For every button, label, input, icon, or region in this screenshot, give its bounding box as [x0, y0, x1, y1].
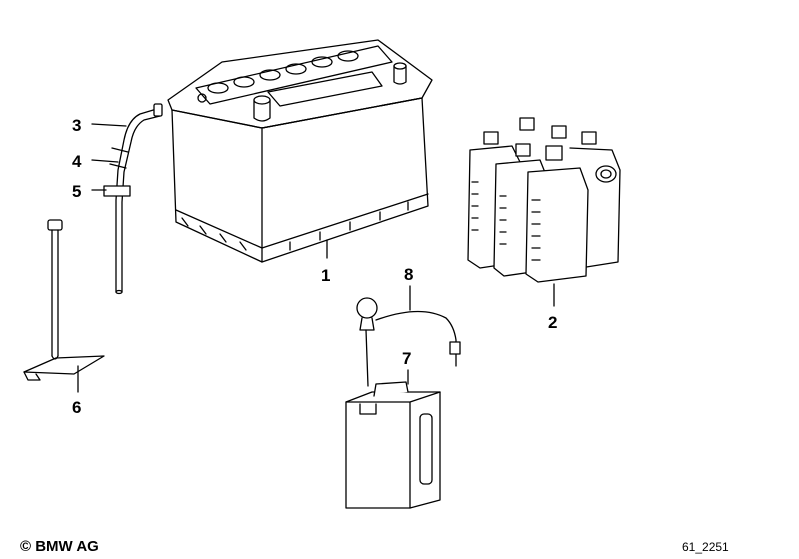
part-number-label-2: 2	[548, 313, 557, 332]
part-number-label-6: 6	[72, 398, 81, 417]
water-bottles-drawing	[467, 117, 621, 307]
part-number-label-4: 4	[72, 152, 82, 171]
part-number-label-1: 1	[321, 266, 330, 285]
part-number-label-3: 3	[72, 116, 81, 135]
battery-drawing	[167, 39, 433, 263]
hydrometer-drawing	[356, 285, 461, 387]
part-number-label-7: 7	[402, 349, 411, 368]
part-number-label-5: 5	[72, 182, 81, 201]
drawing-number: 61_2251	[682, 540, 729, 554]
hold-down-bracket-drawing	[23, 219, 105, 393]
copyright-notice: © BMW AG	[20, 538, 99, 555]
part-number-label-8: 8	[404, 265, 413, 284]
canister-drawing	[345, 369, 441, 509]
vent-hose-drawing	[91, 103, 163, 295]
